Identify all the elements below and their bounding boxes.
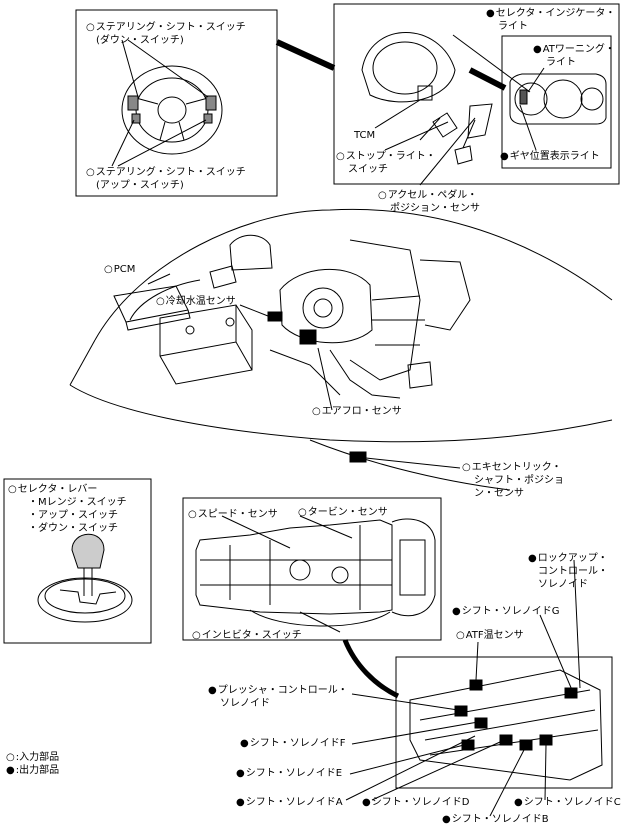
stop-light-switch-label: ○ストップ・ライト・: [336, 151, 436, 162]
accel-pedal-sensor-label: ○アクセル・ペダル・: [378, 190, 478, 201]
eccentric-shaft-sensor-sublabel-1: シャフト・ポジショ: [474, 475, 564, 486]
shift-solenoid-a-label: ●シフト・ソレノイドA: [236, 797, 343, 808]
instrument-detail-frame: [333, 3, 620, 185]
pressure-control-solenoid-sublabel: ソレノイド: [220, 698, 270, 709]
airflow-sensor-leader: [317, 347, 333, 411]
turbine-sensor-label: ○タービン・センサ: [298, 507, 388, 518]
accel-pedal-sensor-sublabel: ポジション・センサ: [390, 203, 480, 214]
eccentric-sensor-leader: [365, 457, 461, 469]
engine-illustration: [209, 234, 471, 399]
pcm-label: ○PCM: [104, 264, 136, 275]
inhibitor-switch-label: ○インヒビタ・スイッチ: [192, 630, 302, 641]
shift-sol-b-leader: [489, 747, 526, 817]
steering-up-switch-label: ○ステアリング・シフト・スイッチ: [86, 167, 246, 178]
tcm-leader: [374, 99, 421, 129]
coolant-temp-sensor-label: ○冷却水温センサ: [156, 296, 236, 307]
shift-sol-f-leader: [351, 721, 479, 745]
lockup-leader: [573, 559, 581, 689]
transmission-illustration: [195, 518, 436, 627]
stop-light-leader: [384, 121, 449, 151]
valve-body-connector-arrow: [342, 639, 400, 699]
transmission-frame: [182, 497, 442, 641]
accel-sensor-leader: [419, 117, 476, 186]
stop-light-switch-sublabel: スイッチ: [348, 164, 388, 175]
down-switch-leader: [121, 39, 209, 98]
steering-wheel-detail-frame: [75, 9, 278, 197]
shift-sol-a-leader: [345, 735, 476, 801]
steering-up-switch-sublabel: (アップ・スイッチ): [96, 180, 184, 191]
selector-indicator-leader: [452, 34, 531, 93]
speed-sensor-leader: [221, 515, 291, 549]
meter-cluster-inset: [501, 35, 612, 169]
at-warning-leader: [527, 67, 545, 93]
legend-input: ○:入力部品: [6, 752, 60, 763]
selector-indicator-sublabel: ライト: [498, 21, 528, 32]
steering-wheel-illustration: [121, 65, 223, 155]
up-switch-leader: [111, 119, 207, 167]
gear-position-leader: [519, 104, 537, 151]
eccentric-shaft-sensor-part: [349, 451, 367, 463]
shift-solenoid-g-label: ●シフト・ソレノイドG: [452, 606, 560, 617]
meter-cluster-illustration: [509, 73, 607, 125]
atf-sensor-leader: [475, 641, 479, 681]
m-range-switch-label: ・Mレンジ・スイッチ: [28, 497, 127, 508]
inhibitor-switch-leader: [299, 611, 341, 633]
gear-position-light-label: ●ギヤ位置表示ライト: [500, 151, 600, 162]
shift-sol-g-leader: [539, 614, 573, 691]
shift-solenoid-d-label: ●シフト・ソレノイドD: [362, 797, 470, 808]
shift-sol-e-leader: [349, 744, 465, 775]
up-switch-label: ・アップ・スイッチ: [28, 510, 118, 521]
shift-solenoid-e-label: ●シフト・ソレノイドE: [236, 768, 343, 779]
steering-connector-arrow: [275, 39, 336, 71]
lockup-solenoid-sublabel-1: コントロール・: [538, 566, 608, 577]
selector-indicator-label: ●セレクタ・インジケータ・: [486, 8, 616, 19]
vehicle-body-outline: [69, 208, 613, 491]
shift-solenoid-b-label: ●シフト・ソレノイドB: [442, 814, 549, 825]
pcm-leader: [147, 273, 171, 285]
steering-down-switch-label: ○ステアリング・シフト・スイッチ: [86, 22, 246, 33]
coolant-sensor-leader: [239, 304, 269, 317]
valve-body-illustration: [409, 669, 603, 781]
eccentric-shaft-sensor-label: ○エキセントリック・: [462, 462, 562, 473]
shift-solenoid-c-label: ●シフト・ソレノイドC: [514, 797, 621, 808]
dashboard-illustration: [361, 32, 493, 165]
selector-lever-frame: [3, 478, 152, 644]
shift-sol-d-leader: [371, 741, 501, 801]
pcm-battery-illustration: [113, 285, 253, 385]
at-warning-label: ●ATワーニング・: [533, 44, 615, 55]
steering-down-switch-sublabel: (ダウン・スイッチ): [96, 35, 184, 46]
legend-output: ●:出力部品: [6, 765, 60, 776]
tcm-label: TCM: [354, 130, 376, 141]
lockup-solenoid-sublabel-2: ソレノイド: [538, 579, 588, 590]
meter-connector-arrow: [468, 67, 507, 91]
pressure-control-solenoid-label: ●プレッシャ・コントロール・: [208, 685, 348, 696]
pressure-control-leader: [351, 693, 459, 711]
eccentric-shaft-sensor-sublabel-2: ン・センサ: [474, 488, 524, 499]
selector-lever-label: ○セレクタ・レバー: [8, 484, 98, 495]
shift-solenoid-f-label: ●シフト・ソレノイドF: [240, 738, 346, 749]
selector-lever-illustration: [37, 533, 133, 623]
airflow-sensor-label: ○エアフロ・センサ: [312, 406, 402, 417]
speed-sensor-label: ○スピード・センサ: [188, 509, 278, 520]
turbine-sensor-leader: [299, 515, 353, 539]
atf-temp-sensor-label: ○ATF温センサ: [456, 630, 524, 641]
lockup-solenoid-label: ●ロックアップ・: [528, 553, 608, 564]
at-warning-sublabel: ライト: [546, 57, 576, 68]
down-switch-label: ・ダウン・スイッチ: [28, 523, 118, 534]
shift-sol-c-leader: [544, 744, 547, 801]
